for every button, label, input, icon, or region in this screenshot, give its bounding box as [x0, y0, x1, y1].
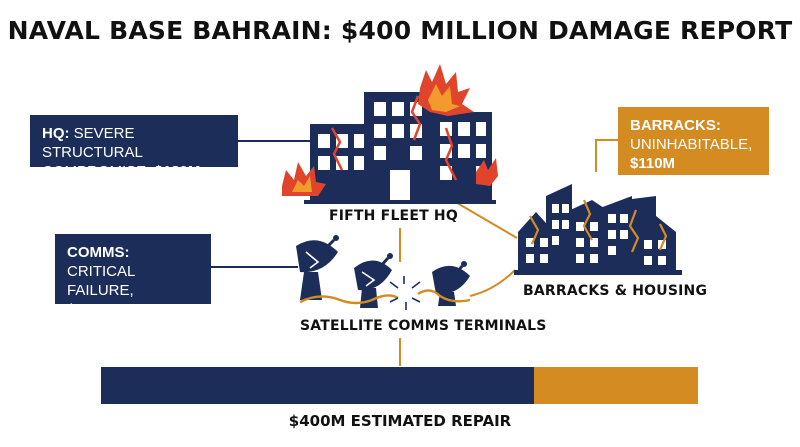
satellite-dish-icon [354, 253, 393, 308]
comms-callout-body: CRITICAL FAILURE, [67, 263, 135, 299]
satellite-dish-icon [432, 261, 470, 306]
hq-label: FIFTH FLEET HQ [329, 208, 458, 224]
hq-to-barracks-line [451, 199, 518, 239]
connector-lines [399, 139, 618, 366]
barracks-buildings-icon [514, 184, 682, 275]
hq-callout: HQ: SEVERE STRUCTURAL COMPROMISE, $180M [30, 115, 238, 180]
barracks-callout: BARRACKS: UNINHABITABLE, $110M [618, 107, 769, 175]
spark-icon [389, 276, 421, 310]
repair-bar-segment-1 [101, 367, 534, 404]
barracks-callout-line [595, 139, 618, 172]
barracks-callout-amount: $110M [630, 155, 676, 172]
satellite-dish-icon [296, 235, 339, 300]
fire-icon [476, 158, 498, 186]
total-repair-bar [101, 367, 698, 404]
barracks-label: BARRACKS & HOUSING [523, 283, 708, 299]
crack-icon [529, 199, 668, 253]
comms-to-barracks-line [469, 269, 516, 297]
barracks-callout-body: UNINHABITABLE, [630, 136, 753, 153]
comms-label: SATELLITE COMMS TERMINALS [300, 318, 547, 334]
hq-callout-amount: $180M [154, 163, 201, 180]
page-title: NAVAL BASE BAHRAIN: $400 MILLION DAMAGE … [7, 16, 793, 45]
fire-icon [418, 64, 474, 116]
broken-cable-icon [299, 289, 471, 305]
hq-callout-body: SEVERE STRUCTURAL COMPROMISE, [42, 125, 155, 180]
fire-icon [282, 162, 326, 196]
hq-callout-head: HQ: [42, 125, 70, 142]
comms-callout-head: COMMS: [67, 244, 130, 261]
total-repair-label: $400M ESTIMATED REPAIR [288, 412, 512, 430]
repair-bar-segment-2 [533, 367, 698, 404]
barracks-callout-head: BARRACKS: [630, 117, 721, 134]
comms-callout-amount: $110M [67, 301, 113, 318]
comms-callout: COMMS: CRITICAL FAILURE, $110M [55, 234, 211, 318]
crack-icon [330, 95, 458, 181]
hq-building-icon [304, 92, 496, 204]
